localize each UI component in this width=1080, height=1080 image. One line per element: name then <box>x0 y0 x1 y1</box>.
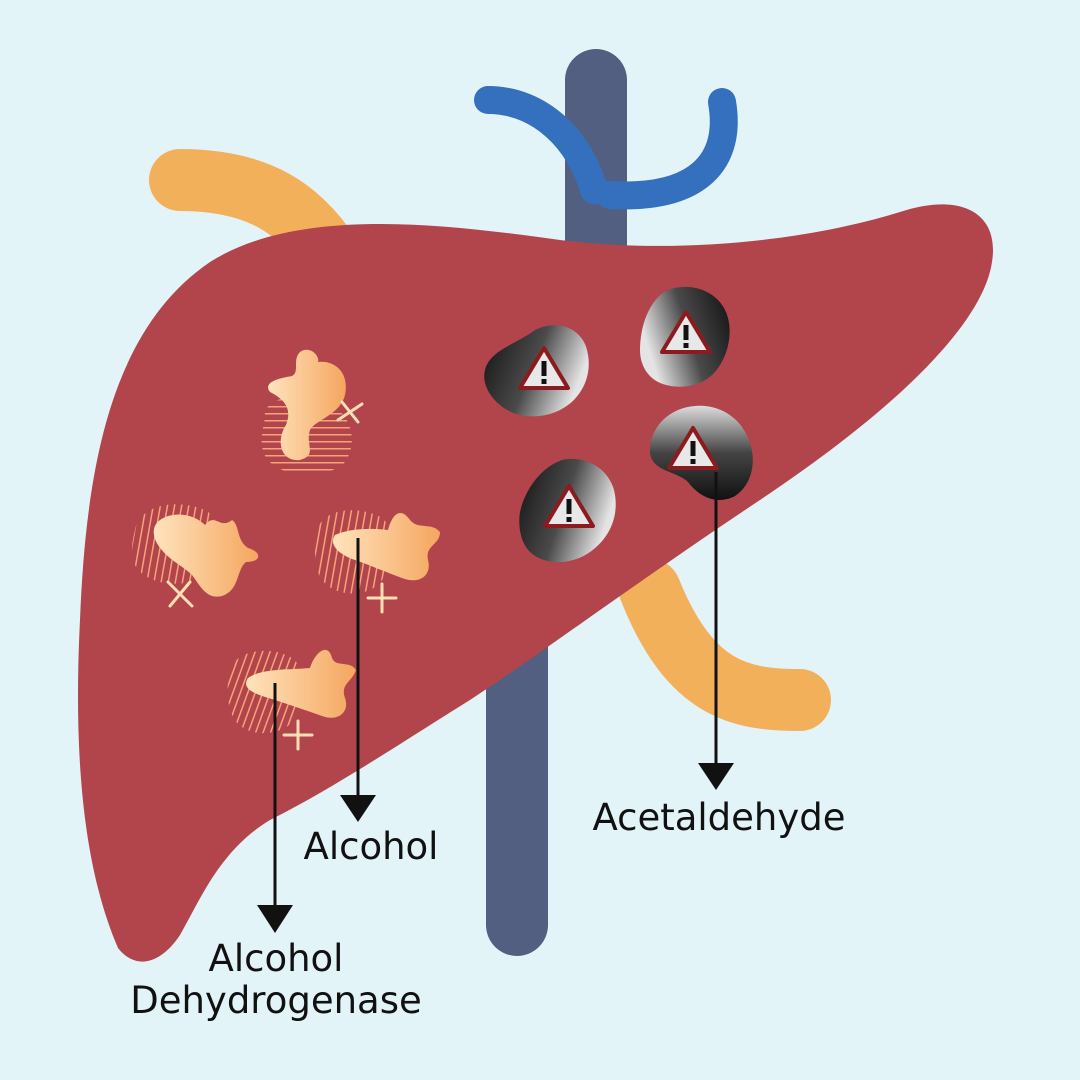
toxin-molecule-1 <box>484 325 589 417</box>
enzyme-molecule-icon <box>153 514 259 597</box>
hepatic-vein-left <box>474 86 608 204</box>
arrow-down-icon <box>257 905 293 933</box>
hepatic-vein-right <box>596 88 738 210</box>
plus-icon <box>166 580 194 608</box>
toxin-molecule-2 <box>640 286 730 387</box>
arrow-down-icon <box>340 795 376 822</box>
enzyme-molecule-3 <box>315 510 440 614</box>
plus-icon <box>282 719 314 751</box>
arrow-acetaldehyde <box>698 472 734 790</box>
plus-icon <box>366 582 398 614</box>
arrow-alcohol <box>340 538 376 822</box>
bile-duct-lower <box>619 559 831 731</box>
label-enzyme-line1: Alcohol <box>209 937 344 980</box>
enzyme-molecule-icon <box>332 513 440 581</box>
arrow-enzyme <box>257 683 293 933</box>
warning-triangle-icon <box>667 426 719 470</box>
label-enzyme-line2: Dehydrogenase <box>130 979 422 1022</box>
enzyme-molecule-icon <box>268 349 346 461</box>
arrow-down-icon <box>698 763 734 790</box>
warning-triangle-icon <box>660 310 712 354</box>
enzyme-molecule-2 <box>131 504 259 608</box>
enzyme-molecule-1 <box>261 349 364 475</box>
warning-triangle-icon <box>543 484 595 528</box>
enzyme-molecule-icon <box>246 649 356 718</box>
toxin-molecule-3 <box>519 458 616 563</box>
toxin-molecule-4 <box>649 405 753 500</box>
label-acetaldehyde: Acetaldehyde <box>592 796 845 839</box>
enzyme-molecule-4 <box>227 649 356 751</box>
warning-triangle-icon <box>518 346 570 390</box>
plus-icon <box>336 400 364 424</box>
label-alcohol: Alcohol <box>304 825 439 868</box>
